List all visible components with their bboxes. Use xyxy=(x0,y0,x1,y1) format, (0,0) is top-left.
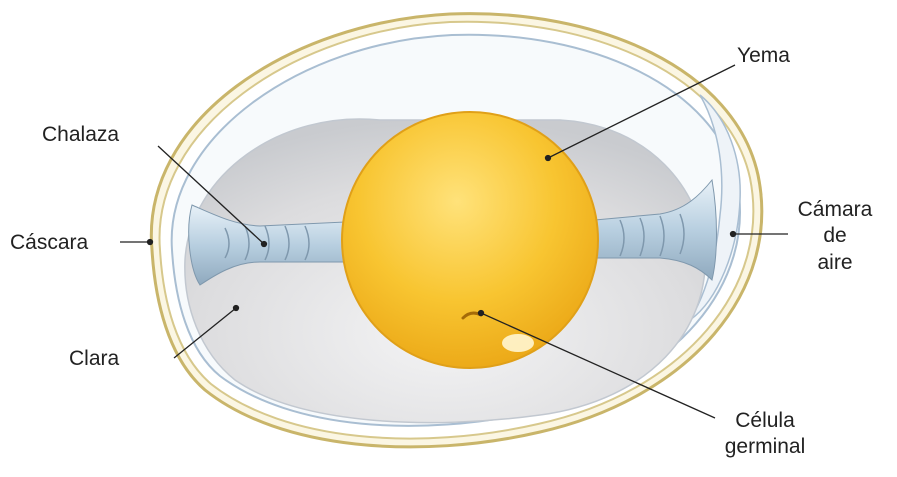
yolk-highlight xyxy=(502,334,534,352)
label-yema: Yema xyxy=(737,43,790,69)
label-camara-line2: de xyxy=(785,223,885,249)
label-celula-germinal: Célula germinal xyxy=(705,408,825,461)
label-camara-de-aire: Cámara de aire xyxy=(785,197,885,276)
label-camara-line1: Cámara xyxy=(785,197,885,223)
label-camara-line3: aire xyxy=(785,250,885,276)
label-chalaza: Chalaza xyxy=(42,122,119,148)
label-celula-line2: germinal xyxy=(705,434,825,460)
yolk xyxy=(342,112,598,368)
label-celula-line1: Célula xyxy=(705,408,825,434)
label-clara: Clara xyxy=(69,346,119,372)
label-cascara: Cáscara xyxy=(10,230,88,256)
